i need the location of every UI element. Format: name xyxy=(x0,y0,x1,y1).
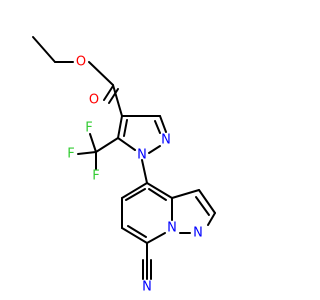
bond-c4-c5-bicyclic-inner xyxy=(125,188,146,201)
bond-c5-cf3 xyxy=(95,137,119,153)
atom-o-carbonyl: O xyxy=(89,93,99,108)
bond-c5-c4-inner xyxy=(123,119,128,137)
atom-n-bicyclic-ring: N xyxy=(193,226,203,241)
bond-cf3-f-top xyxy=(89,133,97,153)
bond-ethyl-ch3-ch2 xyxy=(32,36,56,63)
atom-n-pyrazole-2: N xyxy=(161,133,171,148)
bond-carbonyl-double-1 xyxy=(103,85,114,101)
bond-c3-n2 xyxy=(159,115,167,133)
atom-o-ester: O xyxy=(76,55,86,70)
bond-carbonyl-double-2 xyxy=(108,88,119,104)
atom-n-nitrile: N xyxy=(142,280,152,295)
atom-f-left: F xyxy=(67,147,74,162)
bond-c4-c5-bicyclic xyxy=(121,182,148,199)
bond-n1-to-bicyclic xyxy=(141,159,148,184)
bond-c6-c7-bicyclic-inner xyxy=(127,225,147,238)
bond-c3-c2-inner xyxy=(195,196,210,216)
bond-c3a-c3 xyxy=(171,189,200,199)
atom-labels: O O N N F F F N N N xyxy=(67,55,203,295)
bond-c3-n2-inner xyxy=(154,120,161,134)
bond-n2-n1 xyxy=(148,145,161,154)
bond-c2-n1 xyxy=(207,212,216,226)
bond-c3a-c4-bicyclic xyxy=(146,182,173,199)
atom-n-pyrazole-1: N xyxy=(137,148,147,163)
bond-c5-c4 xyxy=(117,115,123,139)
bond-lines xyxy=(32,36,216,280)
bond-c7-n-bicyclic xyxy=(146,232,166,244)
bond-carbonyl-to-c4 xyxy=(112,84,123,117)
bond-n1-c5 xyxy=(117,137,136,151)
bond-cf3-f-left xyxy=(77,151,97,155)
atom-f-bottom: F xyxy=(92,169,99,184)
bond-c3a-c4-bicyclic-inner xyxy=(148,188,167,201)
bond-c6-c7-bicyclic xyxy=(121,227,148,244)
bond-o-carbonyl-carbon xyxy=(88,61,114,86)
bond-c3-c2 xyxy=(198,189,216,214)
atom-f-top: F xyxy=(85,121,92,136)
molecule-structure-diagram: O O N N F F F N N N xyxy=(32,36,216,295)
atom-n-bicyclic-bridgehead: N xyxy=(167,221,177,236)
